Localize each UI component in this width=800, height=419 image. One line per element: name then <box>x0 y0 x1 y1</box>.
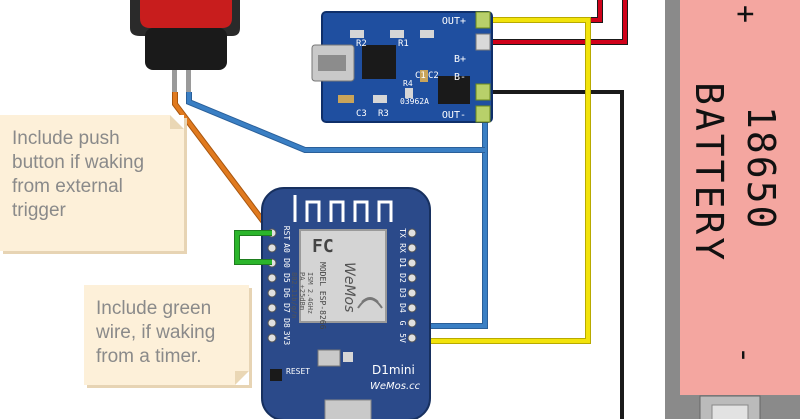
battery-size-label: 18650 <box>739 106 783 230</box>
left-pin-3v3 <box>267 333 277 343</box>
board-name: D1mini <box>372 363 415 377</box>
pin-b-minus <box>475 83 491 101</box>
reset-button[interactable] <box>317 349 341 367</box>
pin-label-out-minus: OUT- <box>442 110 466 121</box>
left-pin-label: D8 <box>282 318 291 328</box>
pin-b-plus <box>475 33 491 51</box>
button-leg <box>186 70 191 92</box>
module-model: MODEL ESP-8266 <box>318 262 327 330</box>
right-pin-d3 <box>407 288 417 298</box>
fc-mark: FC <box>312 236 334 257</box>
battery-minus-label: - <box>727 346 762 364</box>
pin-label-b-plus: B+ <box>454 54 466 65</box>
left-pin-d8 <box>267 318 277 328</box>
left-pin-label: D5 <box>282 273 291 283</box>
right-pin-g <box>407 318 417 328</box>
battery-18650: + - 18650 BATTERY <box>665 0 800 419</box>
svg-text:C1: C1 <box>415 71 426 81</box>
left-pin-label: RST <box>282 226 291 241</box>
svg-text:R2: R2 <box>356 39 367 49</box>
svg-text:R1: R1 <box>398 39 409 49</box>
pin-label-b-minus: B- <box>454 72 466 83</box>
svg-text:ISM 2.4GHz: ISM 2.4GHz <box>306 272 314 314</box>
left-pin-label: A0 <box>282 243 291 253</box>
right-pin-d4 <box>407 303 417 313</box>
wifi-icon <box>357 297 383 309</box>
wire-blue-button <box>187 92 485 152</box>
wire-orange <box>173 92 274 235</box>
svg-text:802.11b/g/n: 802.11b/g/n <box>290 272 298 318</box>
module-maker: WeMos <box>341 262 357 312</box>
left-pin-label: D0 <box>282 258 291 268</box>
right-pin-label: TX <box>398 228 407 238</box>
battery-type-label: BATTERY <box>687 82 731 263</box>
right-pin-label: RX <box>398 243 407 253</box>
push-button[interactable] <box>130 0 240 92</box>
micro-usb-port <box>324 399 372 419</box>
svg-text:C3: C3 <box>356 109 367 119</box>
left-pin-a0 <box>267 243 277 253</box>
button-cap[interactable] <box>140 0 232 28</box>
left-pin-label: D6 <box>282 288 291 298</box>
board-brand: WeMos.cc <box>370 381 421 392</box>
battery-body <box>680 0 800 395</box>
charger-module: R2 R1 C1 C2 R4 C3 R3 03962A OUT+ B+ B- O… <box>311 11 493 123</box>
right-pin-label: D1 <box>398 258 407 268</box>
note-green-wire: Include green wire, if waking from a tim… <box>84 285 249 385</box>
svg-text:R3: R3 <box>378 109 389 119</box>
esp-module-shield <box>299 229 387 323</box>
right-pin-tx <box>407 228 417 238</box>
right-pin-label: 5V <box>398 333 407 343</box>
svg-text:03962A: 03962A <box>400 97 429 106</box>
pin-label-out-plus: OUT+ <box>442 16 466 27</box>
svg-text:PA +25dBm: PA +25dBm <box>298 272 306 310</box>
left-pin-d6 <box>267 288 277 298</box>
button-body <box>145 28 227 70</box>
antenna-trace <box>293 195 393 222</box>
wire-black <box>485 90 624 419</box>
right-pin-d1 <box>407 258 417 268</box>
note-push-button: Include push button if waking from exter… <box>0 115 184 251</box>
right-pin-d2 <box>407 273 417 283</box>
pin-out-plus <box>475 11 491 29</box>
left-pin-d5 <box>267 273 277 283</box>
svg-text:R4: R4 <box>403 79 413 88</box>
charger-chip <box>362 45 396 79</box>
right-pin-label: D2 <box>398 273 407 283</box>
wire-red-battery <box>485 0 627 44</box>
right-pin-label: D3 <box>398 288 407 298</box>
left-pin-label: 3V3 <box>282 331 291 346</box>
svg-text:C2: C2 <box>428 71 439 81</box>
reset-label: RESET <box>286 367 310 376</box>
left-pin-d7 <box>267 303 277 313</box>
wire-yellow <box>410 18 590 343</box>
right-pin-label: G <box>398 321 407 326</box>
d1-mini-board: FC WeMos MODEL ESP-8266 ISM 2.4GHz PA +2… <box>261 187 431 419</box>
pin-out-minus <box>475 105 491 123</box>
left-pin-label: D7 <box>282 303 291 313</box>
wire-green <box>235 231 272 264</box>
protection-chip <box>438 76 470 104</box>
wire-blue-ground <box>410 115 487 328</box>
right-pin-rx <box>407 243 417 253</box>
battery-plus-label: + <box>728 5 763 23</box>
button-leg <box>172 70 177 92</box>
right-pin-5v <box>407 333 417 343</box>
right-pin-label: D4 <box>398 303 407 313</box>
